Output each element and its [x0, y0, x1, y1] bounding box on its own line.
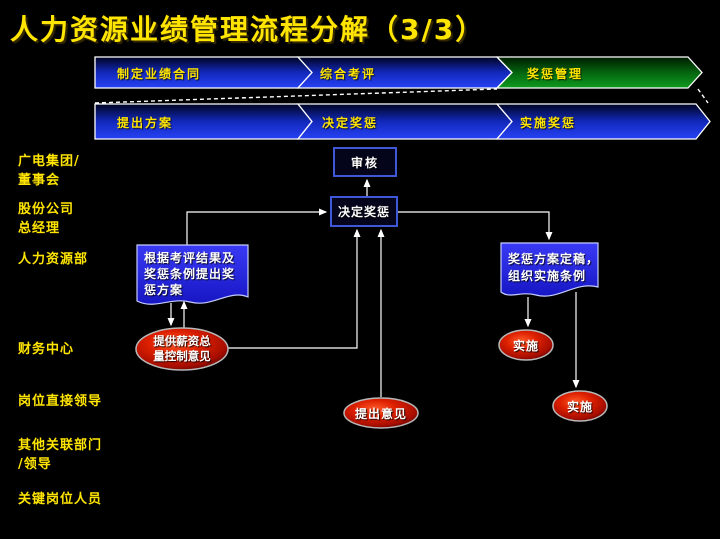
lane-label-group-board: 广电集团/ 董事会 [18, 154, 80, 188]
connector-docleft-to-decide [186, 208, 328, 245]
implement-ellipse-1-label: 实施 [512, 338, 539, 353]
dashed-expansion-line-left [94, 88, 498, 104]
implement-ellipse-1-shape [498, 329, 554, 361]
decide-box-label: 决定奖惩 [337, 205, 390, 219]
phase-label-reward: 奖惩管理 [527, 67, 584, 81]
review-box-label: 审核 [350, 155, 379, 170]
implement-ellipse-2-shape [552, 390, 608, 422]
dashed-expansion-line-right [697, 88, 709, 104]
implement-ellipse-2-label: 实施 [566, 399, 593, 414]
document-shape-right [500, 242, 599, 297]
subphase-label-decide: 决定奖惩 [322, 116, 379, 130]
lane-label-hr-dept: 人力资源部 [18, 252, 89, 267]
phase-label-define-contract: 制定业绩合同 [117, 67, 202, 81]
lane-label-finance-center: 财务中心 [18, 342, 75, 357]
subphase-chevron-implement [495, 103, 711, 140]
lane-label-key-positions: 关键岗位人员 [18, 492, 103, 507]
connector-salary-to-decide [228, 228, 361, 349]
page-title: 人力资源业绩管理流程分解（3/3） [10, 13, 486, 46]
subphase-label-propose: 提出方案 [117, 116, 174, 130]
lane-label-related-depts: 其他关联部门 /领导 [18, 438, 103, 472]
decide-box-shape [330, 196, 398, 227]
salary-ellipse-shape [135, 327, 229, 371]
subphase-label-implement: 实施奖惩 [520, 116, 577, 130]
opinion-ellipse-shape [343, 397, 419, 429]
phase-label-evaluation: 综合考评 [320, 67, 377, 81]
phase-chevron-reward-active [495, 56, 703, 89]
document-shape-left [136, 244, 249, 305]
salary-ellipse-label: 提供薪资总 量控制意见 [153, 334, 211, 363]
opinion-ellipse-label: 提出意见 [354, 406, 407, 421]
document-left-label: 根据考评结果及 奖惩条例提出奖 惩方案 [144, 251, 236, 297]
document-right-label: 奖惩方案定稿， 组织实施条例 [508, 252, 600, 283]
lane-label-direct-leader: 岗位直接领导 [18, 394, 103, 409]
review-box-shape [333, 147, 397, 177]
connector-decide-to-docright [397, 211, 553, 241]
lane-label-company-gm: 股份公司 总经理 [18, 202, 75, 236]
